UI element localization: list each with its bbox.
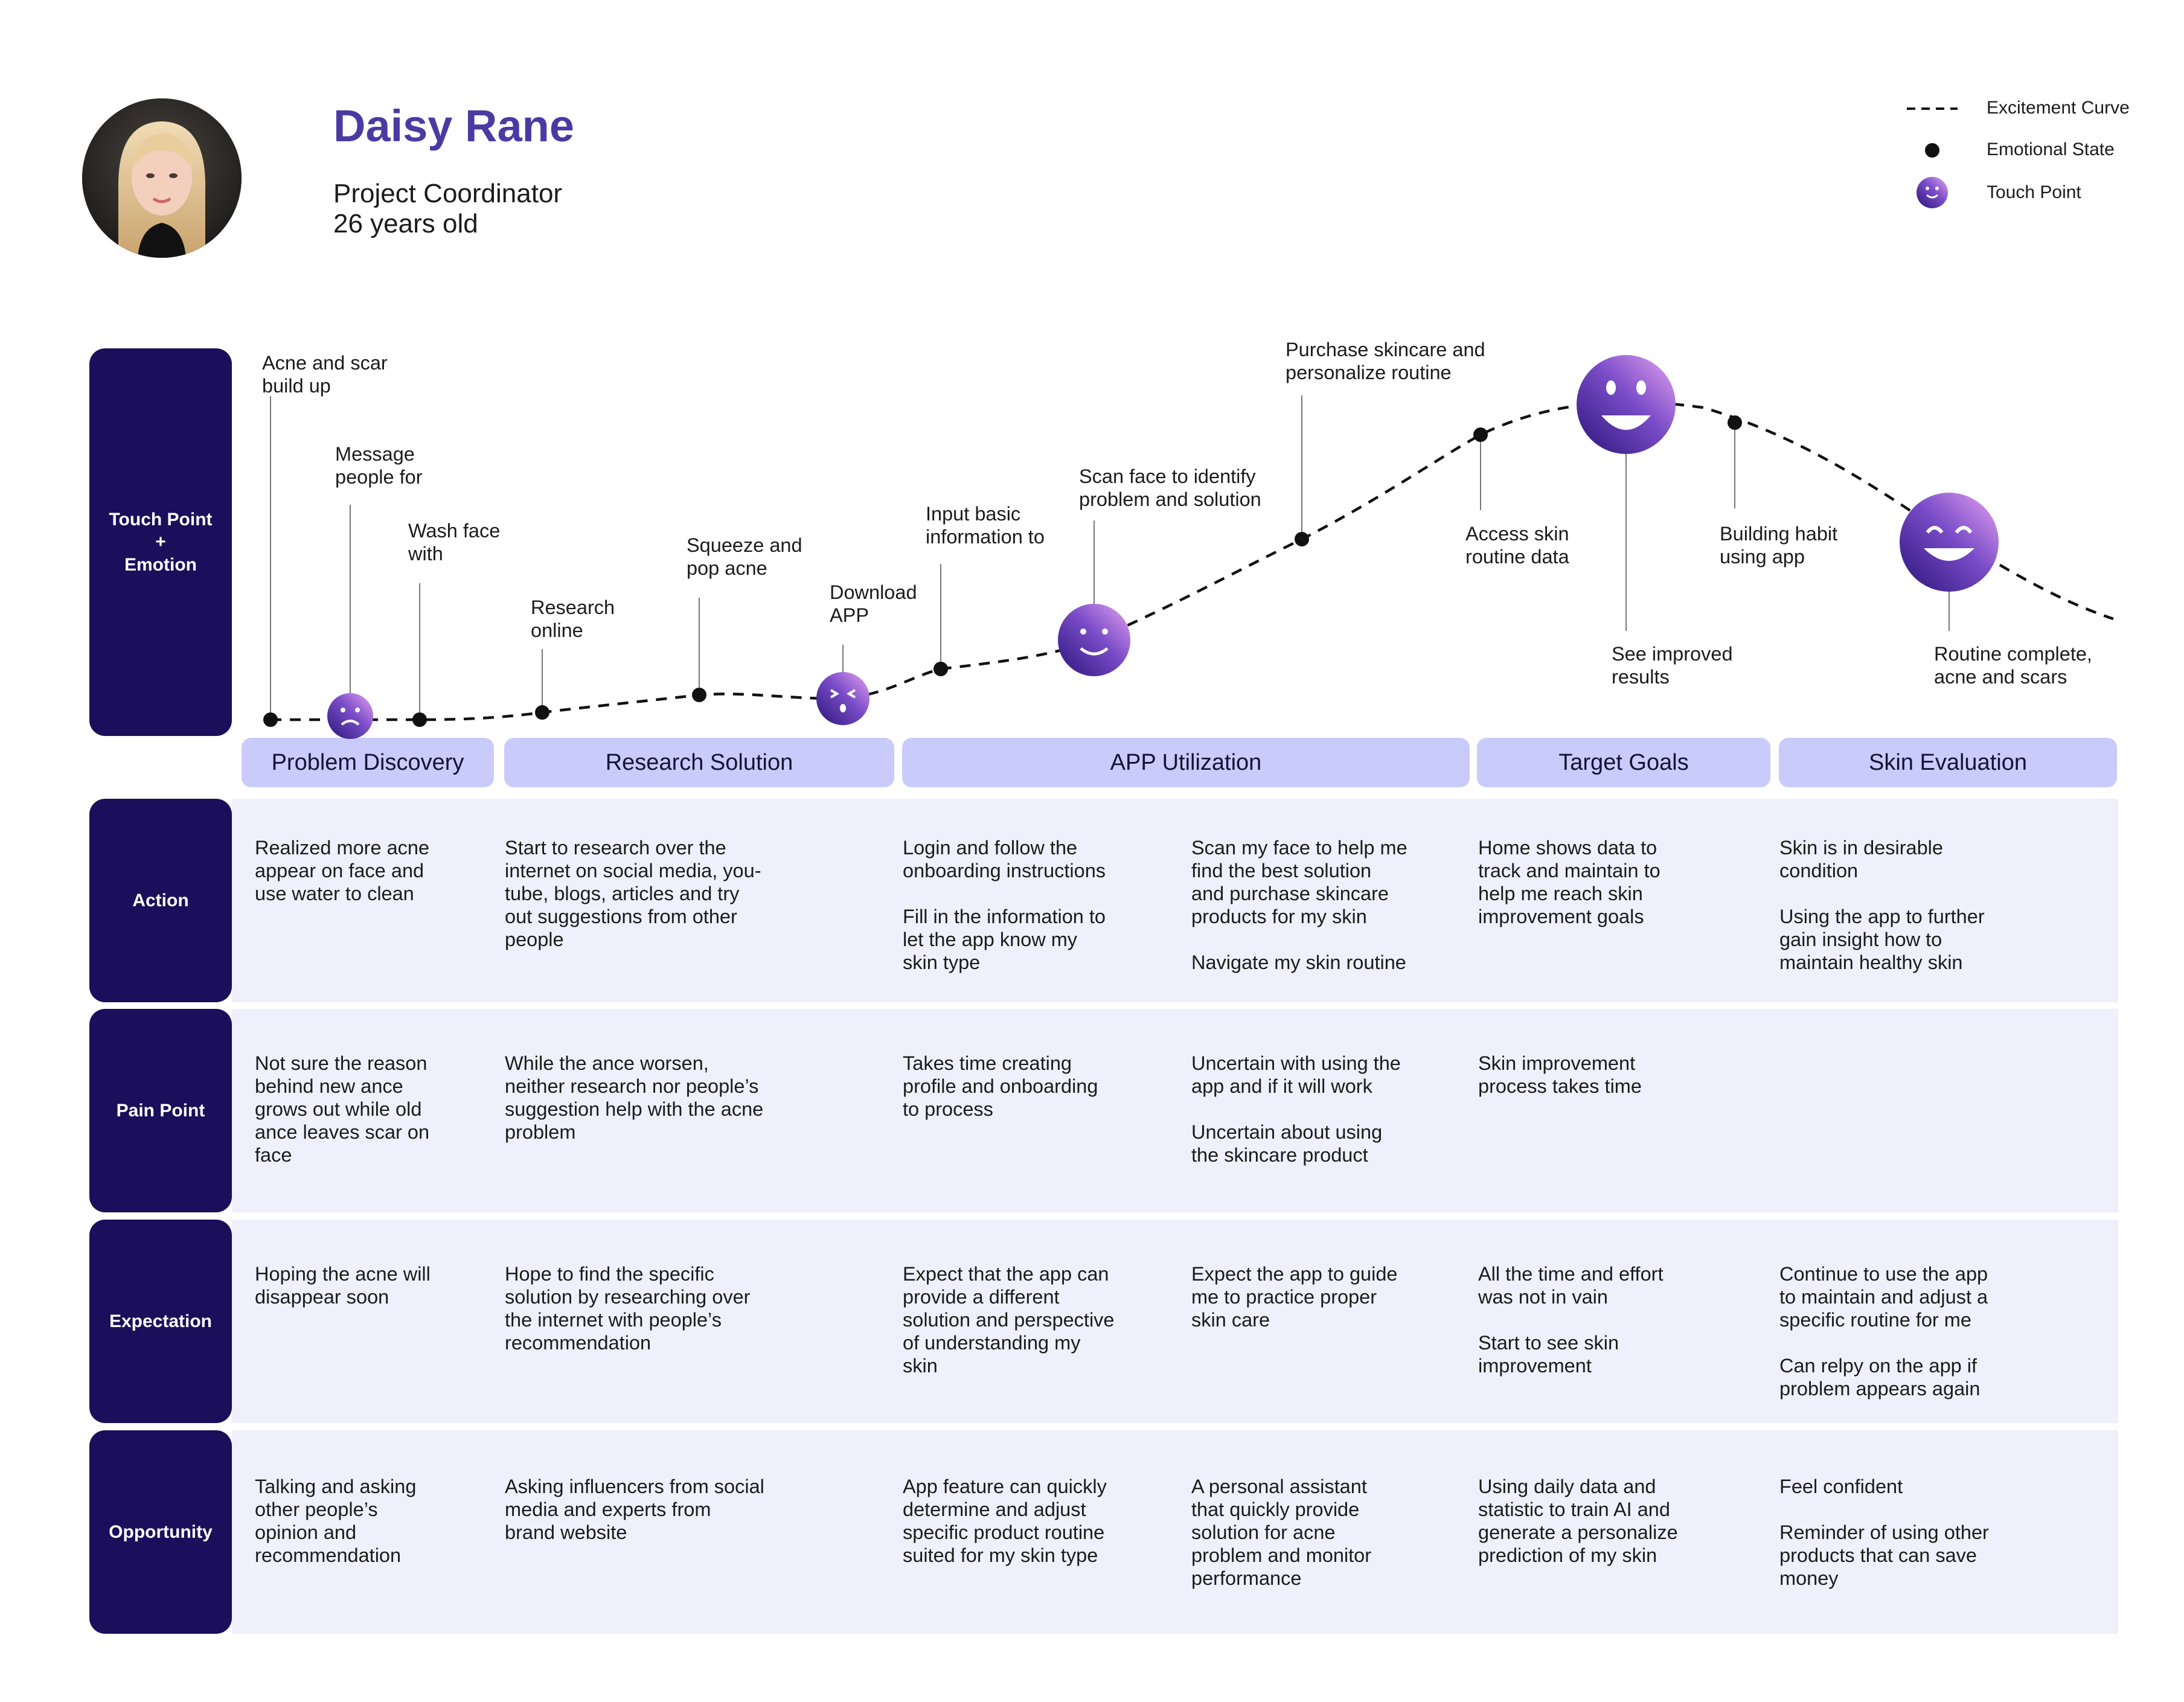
avatar [82,98,242,258]
legend-touch-point: Touch Point [1987,182,2081,202]
opportunity-cell: Using daily data and statistic to train … [1478,1476,1678,1566]
big-smile-face-icon [1577,355,1676,454]
persona-name: Daisy Rane [333,101,574,151]
touchpoint-label: Wash face with [408,520,501,565]
pain-point-cell: Not sure the reason behind new ance grow… [255,1052,430,1166]
surprised-face-icon [816,672,869,725]
action-cell: Login and follow the onboarding instruct… [903,837,1106,973]
opportunity-cell: Talking and asking other people’s opinio… [255,1476,417,1566]
touchpoint-label: Routine complete, acne and scars [1934,643,2092,688]
expectation-cell: Hope to find the specific solution by re… [505,1263,751,1354]
expectation-cell: Hoping the acne will disappear soon [255,1263,431,1308]
touch-point-icon [1917,177,1948,208]
emotional-state-dot [412,712,427,727]
legend-emotional-state: Emotional State [1987,139,2115,159]
action-cell: Skin is in desirable condition Using the… [1779,837,1985,973]
expectation-cell: All the time and effort was not in vain … [1478,1263,1664,1377]
touchpoint-label: Building habit using app [1720,523,1838,568]
phase-skin-evaluation: Skin Evaluation [1779,738,2117,787]
stems [270,395,1950,720]
action-cell: Start to research over the internet on s… [505,837,761,950]
action-row [232,799,2118,1002]
touchpoint-label: Purchase skincare and personalize routin… [1286,339,1485,383]
touchpoint-label: See improved results [1612,643,1733,688]
row-label-line: + [155,532,166,552]
touchpoint-label: Access skin routine data [1465,523,1569,568]
emotional-state-dot [1295,532,1309,546]
action-cell: Home shows data to track and maintain to… [1478,837,1660,927]
opportunity-cell: Feel confident Reminder of using other p… [1779,1476,1989,1589]
expectation-cell: Continue to use the app to maintain and … [1779,1263,1988,1400]
action-cell: Scan my face to help me find the best so… [1191,837,1407,973]
person-portrait-icon [82,98,242,258]
opportunity-cell: App feature can quickly determine and ad… [903,1476,1107,1566]
row-label-action: Action [89,799,232,1002]
touchpoint-label: Input basic information to [926,503,1045,548]
persona-role: Project Coordinator [333,179,563,208]
emotional-state-dot [1473,427,1488,442]
emotional-state-dots [263,415,1742,727]
emotional-state-dot [692,688,706,702]
touchpoint-label: Research online [531,597,615,641]
row-label-line: Emotion [124,554,197,575]
phase-problem-discovery: Problem Discovery [242,738,494,787]
pain-point-cell: While the ance worsen, neither research … [505,1052,764,1143]
touchpoint-label: Scan face to identify problem and soluti… [1079,465,1261,510]
row-label-pain-point: Pain Point [89,1009,232,1212]
expectation-row [232,1220,2118,1423]
pain-point-cell: Uncertain with using the app and if it w… [1191,1052,1401,1166]
smile-face-icon [1058,604,1130,676]
dot-icon [1925,143,1939,158]
row-label-expectation: Expectation [89,1220,232,1423]
opportunity-row [232,1430,2118,1634]
touchpoint-label: Squeeze and pop acne [687,534,802,579]
row-label-line: Touch Point [109,509,213,529]
action-cell: Realized more acne appear on face and us… [255,837,430,904]
persona-age: 26 years old [333,209,478,238]
phase-app-utilization: APP Utilization [902,738,1470,787]
journey-curve-chart [263,355,2114,739]
expectation-cell: Expect the app to guide me to practice p… [1191,1263,1398,1331]
happy-face-icon [1900,493,1999,592]
row-label-touch-point-emotion: Touch Point + Emotion [89,348,232,736]
pain-point-cell: Skin improvement process takes time [1478,1052,1642,1097]
pain-point-cell: Takes time creating profile and onboardi… [903,1052,1098,1120]
emotional-state-dot [535,705,549,720]
touchpoint-label: Message people for [335,443,423,488]
pain-point-row [232,1009,2118,1212]
touchpoint-label: Download APP [830,581,917,626]
legend-excitement-curve: Excitement Curve [1987,98,2130,118]
opportunity-cell: A personal assistant that quickly provid… [1191,1476,1372,1589]
opportunity-cell: Asking influencers from social media and… [505,1476,764,1543]
phase-research-solution: Research Solution [504,738,894,787]
emotional-state-dot [263,712,278,727]
sad-face-icon [327,693,373,739]
legend-symbols [1907,107,1958,208]
row-label-opportunity: Opportunity [89,1430,232,1634]
emotional-state-dot [1728,415,1742,430]
touchpoint-label: Acne and scar build up [262,352,388,397]
phase-target-goals: Target Goals [1477,738,1770,787]
emotional-state-dot [933,662,948,676]
expectation-cell: Expect that the app can provide a differ… [903,1263,1115,1377]
